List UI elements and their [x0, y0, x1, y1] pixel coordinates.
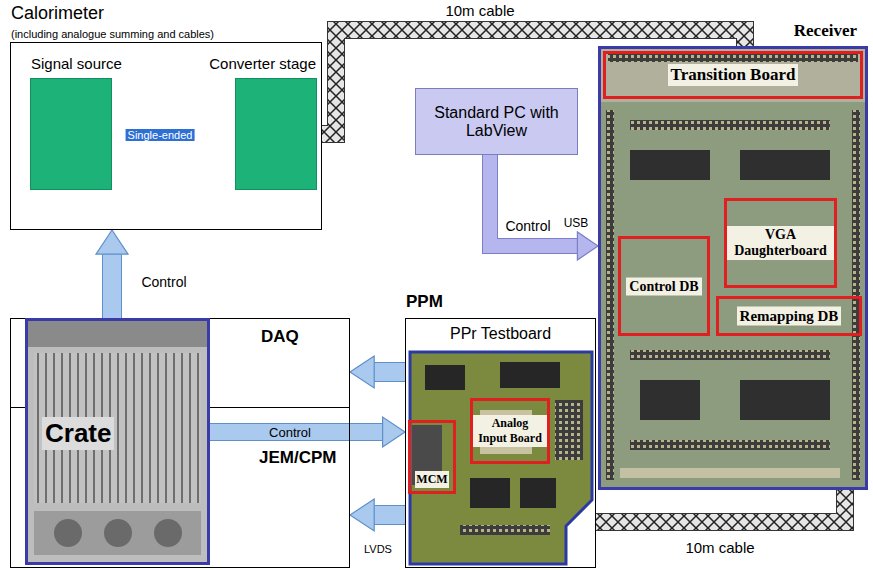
connector-outline [490, 155, 577, 246]
system-heading: JEM/CPM [259, 448, 336, 468]
chip [630, 150, 710, 180]
remapping-db-box: Remapping DB [716, 296, 862, 336]
diagram-heading: Calorimeter [11, 3, 104, 24]
connector-outline [210, 423, 383, 441]
signal-source-box: Signal source [30, 78, 112, 190]
arrow-head [96, 230, 128, 254]
board-part-label: Remapping DB [737, 307, 842, 326]
board-part-label: Control DB [626, 278, 701, 296]
receiver-board-photo [600, 48, 866, 488]
chip [740, 150, 830, 180]
crate-slots [34, 353, 201, 503]
signal-arrow [350, 356, 405, 388]
connector-body [490, 155, 577, 246]
analog-input-board-box: Analog Input Board [470, 398, 550, 464]
connector-label: LVDS [362, 543, 394, 555]
arrow-head [350, 499, 374, 531]
connector-row [608, 54, 858, 62]
board-edge-connector [620, 468, 840, 478]
connector-label: Control [267, 425, 313, 440]
arrow-head [350, 356, 374, 388]
chip [470, 478, 510, 508]
connector-strip [606, 110, 614, 480]
converter-stage-box: Converter stage [235, 78, 317, 190]
connector-outline [596, 490, 845, 522]
process-label: Standard PC with LabView [416, 104, 577, 140]
chip [520, 478, 556, 508]
board-part-label: MCM [415, 471, 448, 488]
connector-row [630, 350, 830, 360]
crate-top-panel [28, 321, 207, 347]
system-heading: PPM [406, 292, 443, 312]
interface-label: USB [564, 216, 589, 230]
fan [154, 519, 182, 547]
connector-strip [852, 110, 860, 480]
connector-outline [374, 362, 405, 382]
arrow-head [383, 417, 405, 447]
connector-outline [102, 254, 122, 318]
ppr-testboard-photo [410, 352, 592, 564]
connector-body [210, 424, 383, 440]
vga-daughterboard-box: VGA Daughterboard [724, 198, 837, 288]
board-part-label: VGA Daughterboard [727, 226, 834, 260]
crate-body [28, 321, 207, 562]
diagram-subheading: (including analogue summing and cables) [11, 28, 214, 40]
receiver-pcb [600, 48, 866, 488]
crate-box: Crate [25, 318, 210, 565]
fan [104, 519, 132, 547]
transition-board-pcb [600, 48, 866, 102]
connector-body [374, 506, 405, 524]
fan [54, 519, 82, 547]
connector-strip [555, 400, 583, 460]
signal-arrow [490, 155, 598, 260]
block-heading: Signal source [31, 55, 122, 72]
connector-row [630, 120, 830, 130]
block-heading: Converter stage [209, 55, 316, 72]
ppr-pcb [410, 352, 592, 564]
chip [740, 380, 830, 420]
connector-body [374, 363, 405, 381]
crate-label: Crate [42, 417, 114, 450]
connector-outline [374, 505, 405, 525]
connector-row [460, 525, 550, 535]
transition-board-box: Transition Board [603, 51, 863, 99]
connector-label: Single-ended [126, 129, 195, 141]
connector-body [596, 490, 845, 522]
connector-label: 10m cable [443, 2, 516, 19]
cable-connector [596, 490, 845, 522]
board-part-label: Analog Input Board [473, 415, 547, 447]
system-heading: DAQ [261, 327, 299, 347]
board-part-label: Transition Board [668, 64, 799, 86]
signal-arrow [210, 417, 405, 447]
connector-label: 10m cable [683, 539, 756, 556]
signal-arrow [96, 230, 128, 318]
receiver-board: ReceiverTransition BoardVGA Daughterboar… [598, 46, 868, 490]
chip [640, 380, 700, 420]
chip [425, 365, 465, 390]
connector-row [630, 440, 830, 450]
signal-arrow [350, 499, 405, 531]
ppm-box: PPMPPr TestboardAnalog Input BoardMCM [405, 318, 596, 568]
connector-label: Control [503, 218, 552, 234]
connector-label: Control [139, 274, 188, 290]
pc-box: Standard PC with LabView [415, 88, 578, 155]
fan-tray [34, 511, 201, 555]
arrow-head [577, 232, 598, 260]
connector-body [103, 254, 121, 318]
mcm-box: MCM [408, 420, 456, 494]
board-outline [410, 352, 592, 564]
chip [500, 362, 560, 388]
board-title: PPr Testboard [450, 325, 551, 343]
board-heading: Receiver [794, 21, 857, 41]
control-db-box: Control DB [618, 236, 710, 336]
